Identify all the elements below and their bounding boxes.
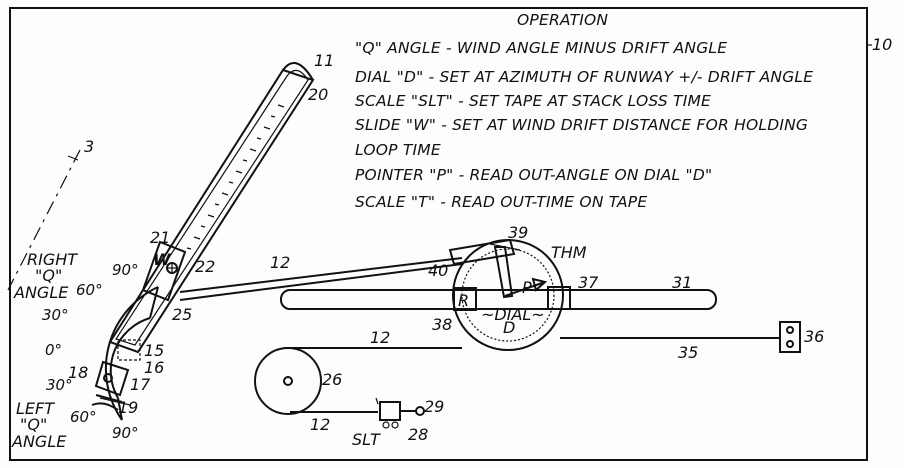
ref-10: 10 [872, 35, 892, 54]
right-q-label-1: RIGHT [27, 250, 78, 269]
left-q-label-3: ANGLE [11, 432, 67, 451]
deg-60-bottom: 60° [70, 408, 97, 426]
pivot-assembly [91, 339, 141, 411]
reference-line-3 [7, 149, 81, 291]
thm-label: THM [551, 243, 587, 262]
left-q-label-1: LEFT [16, 399, 55, 418]
dial-r-label: R [458, 291, 469, 310]
ref-19: 19 [118, 398, 138, 417]
slide-w-label: W [153, 250, 172, 269]
drawing-border [9, 7, 868, 461]
ref-3: 3 [84, 137, 94, 156]
right-q-label-3: ANGLE [13, 283, 69, 302]
ref-35: 35 [678, 343, 698, 362]
leader-3 [67, 155, 79, 161]
slt-label: SLT [352, 430, 381, 449]
right-q-label-2: "Q" [35, 266, 62, 285]
operation-line-scale-slt: SCALE "SLT" - SET TAPE AT STACK LOSS TIM… [355, 92, 711, 110]
slt-holder [375, 397, 425, 429]
ref-28: 28 [408, 425, 428, 444]
dial-label-bottom: D [503, 318, 515, 337]
ref-11: 11 [314, 51, 334, 70]
ref-38: 38 [432, 315, 452, 334]
dial-label-top: ~DIAL~ [481, 305, 545, 324]
ref-36: 36 [804, 327, 824, 346]
ref-25: 25 [172, 305, 192, 324]
operation-line-dial-d: DIAL "D" - SET AT AZIMUTH OF RUNWAY +/- … [355, 68, 813, 86]
operation-line-loop-time: LOOP TIME [355, 141, 441, 159]
operation-line-pointer-p: POINTER "P" - READ OUT-ANGLE ON DIAL "D" [355, 166, 712, 184]
ref-29: 29 [424, 397, 444, 416]
ref-40: 40 [428, 261, 448, 280]
ref-26: 26 [322, 370, 342, 389]
ref-37: 37 [578, 273, 599, 292]
ref-21: 21 [150, 228, 170, 247]
ref-31: 31 [672, 273, 692, 292]
left-q-label-2: "Q" [20, 415, 47, 434]
track-31 [280, 289, 717, 310]
ref-15: 15 [144, 341, 164, 360]
operation-heading: OPERATION [517, 11, 608, 29]
ref-18: 18 [68, 363, 88, 382]
ref-12-lower: 12 [310, 415, 330, 434]
ref-20: 20 [308, 85, 328, 104]
ref-22: 22 [195, 257, 215, 276]
tape-12 [179, 257, 463, 413]
deg-30-bottom: 30° [46, 376, 73, 394]
operation-line-scale-t: SCALE "T" - READ OUT-TIME ON TAPE [355, 193, 647, 211]
ref-17: 17 [130, 375, 151, 394]
deg-0: 0° [45, 341, 62, 359]
ref-39: 39 [508, 223, 528, 242]
ref-12-middle: 12 [370, 328, 390, 347]
operation-line-q-angle: "Q" ANGLE - WIND ANGLE MINUS DRIFT ANGLE [355, 39, 727, 57]
arm-20 [108, 61, 315, 354]
deg-60-top: 60° [76, 281, 103, 299]
pointer-p-label: P [522, 278, 532, 297]
operation-line-slide-w: SLIDE "W" - SET AT WIND DRIFT DISTANCE F… [355, 116, 808, 134]
drum-26 [254, 347, 322, 415]
tape-35 [560, 321, 801, 353]
ref-12-upper: 12 [270, 253, 290, 272]
deg-30-top: 30° [42, 306, 69, 324]
arm-scale-ticks [186, 104, 285, 250]
ref-16: 16 [144, 358, 164, 377]
pointer-p: P [493, 246, 548, 299]
deg-90-bottom: 90° [112, 424, 139, 442]
carriage-40 [448, 238, 521, 266]
deg-90-top: 90° [112, 261, 139, 279]
slide-w: W [141, 240, 187, 302]
